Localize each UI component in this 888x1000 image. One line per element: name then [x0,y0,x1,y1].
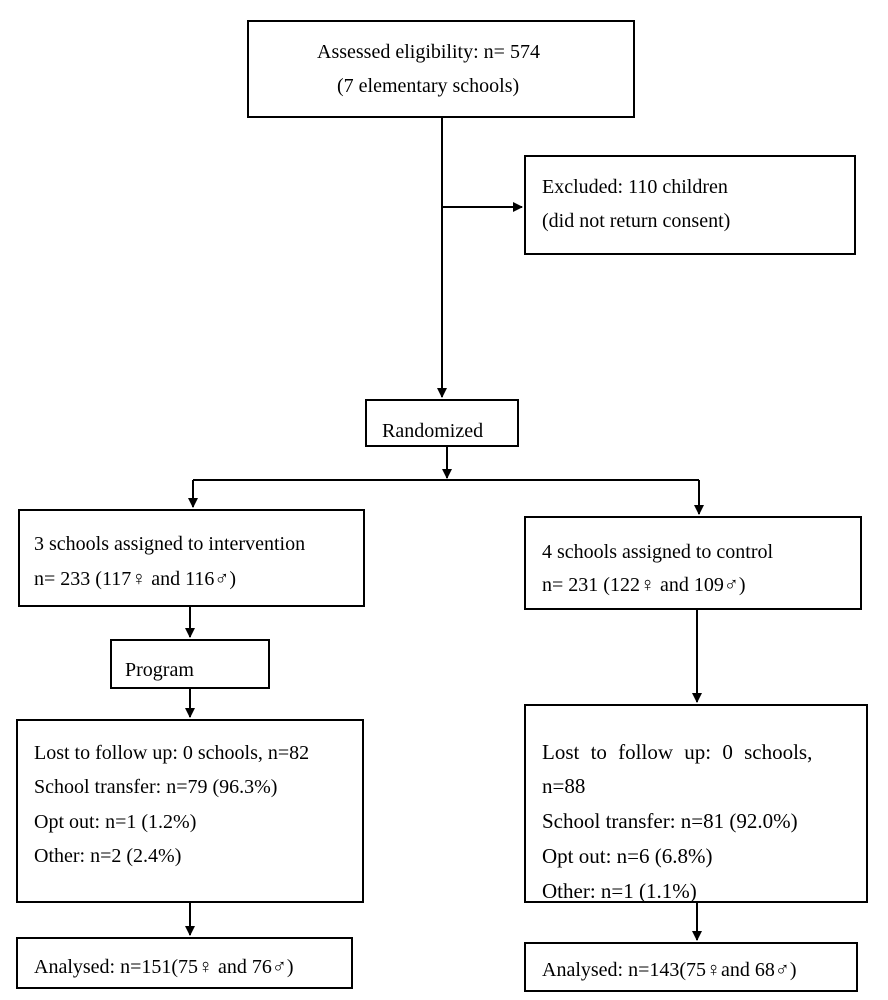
control-opt-out: Opt out: n=6 (6.8%) [542,844,713,868]
intervention-analysed-label: Analysed: n=151(75♀ and 76♂) [34,956,294,978]
intervention-analysed-box: Analysed: n=151(75♀ and 76♂) [16,937,353,989]
control-lost-n: n=88 [542,774,586,798]
excluded-box: Excluded: 110 children (did not return c… [524,155,856,255]
intervention-assigned-count: n= 233 (117♀ and 116♂) [34,568,236,590]
control-lost-count: Lost to follow up: 0 schools, [542,740,813,764]
control-analysed-box: Analysed: n=143(75♀and 68♂) [524,942,858,992]
excluded-reason: (did not return consent) [542,210,731,232]
control-school-transfer: School transfer: n=81 (92.0%) [542,809,798,833]
intervention-school-transfer: School transfer: n=79 (96.3%) [34,776,278,798]
randomized-box: Randomized [365,399,519,447]
control-lost-followup-box: Lost to follow up: 0 schools, n=88 Schoo… [524,704,868,903]
control-assigned-box: 4 schools assigned to control n= 231 (12… [524,516,862,610]
control-analysed-label: Analysed: n=143(75♀and 68♂) [542,959,797,981]
intervention-lost-followup-box: Lost to follow up: 0 schools, n=82 Schoo… [16,719,364,903]
control-other: Other: n=1 (1.1%) [542,879,697,903]
program-box: Program [110,639,270,689]
program-label: Program [125,659,194,681]
excluded-count: Excluded: 110 children [542,176,728,198]
intervention-other: Other: n=2 (2.4%) [34,845,182,867]
control-assigned-schools: 4 schools assigned to control [542,541,774,563]
control-assigned-count: n= 231 (122♀ and 109♂) [542,574,746,596]
intervention-opt-out: Opt out: n=1 (1.2%) [34,811,197,833]
assessed-eligibility-box: Assessed eligibility: n= 574 (7 elementa… [247,20,635,118]
intervention-lost-count: Lost to follow up: 0 schools, n=82 [34,742,310,764]
assessed-eligibility-count: Assessed eligibility: n= 574 [317,41,540,63]
assessed-schools-count: (7 elementary schools) [337,75,520,97]
intervention-assigned-schools: 3 schools assigned to intervention [34,533,306,555]
intervention-assigned-box: 3 schools assigned to intervention n= 23… [18,509,365,607]
randomized-label: Randomized [382,420,484,442]
